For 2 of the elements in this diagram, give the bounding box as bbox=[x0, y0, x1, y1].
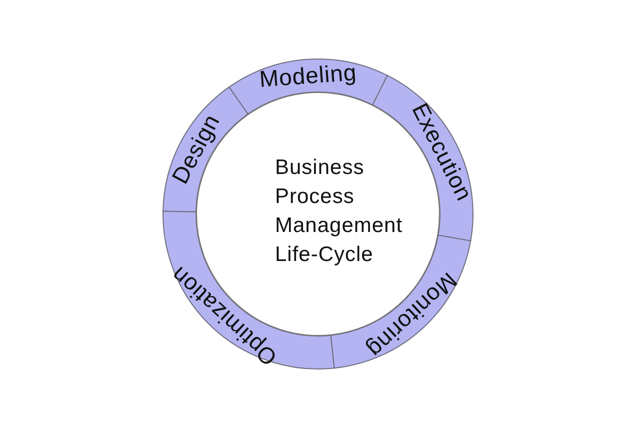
center-text: Business Process Management Life-Cycle bbox=[275, 155, 403, 268]
segment-label: Modeling bbox=[258, 60, 358, 91]
